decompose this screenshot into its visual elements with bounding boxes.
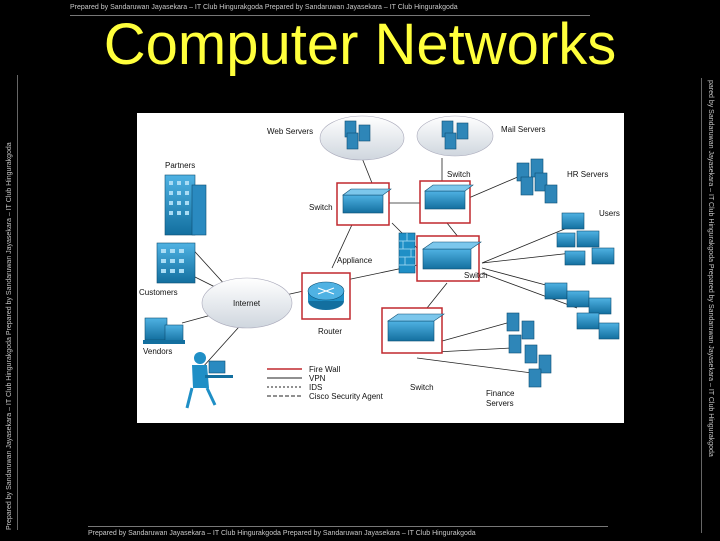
remote-user-icon — [185, 352, 233, 409]
label-router: Router — [318, 327, 343, 336]
users-workstations-icon — [544, 212, 620, 340]
label-switch-left: Switch — [309, 203, 333, 212]
vendors-icon — [143, 317, 185, 344]
label-appliance: Appliance — [337, 256, 373, 265]
label-switch-mid: Switch — [464, 271, 488, 280]
legend-swatches — [267, 368, 302, 397]
right-divider — [701, 78, 702, 533]
mail-servers-icon — [441, 120, 469, 150]
label-internet: Internet — [233, 299, 261, 308]
label-partners: Partners — [165, 161, 196, 170]
web-servers-icon — [344, 120, 371, 150]
label-mail-servers: Mail Servers — [501, 125, 546, 134]
label-finance-servers: Finance Servers — [486, 389, 515, 408]
label-web-servers: Web Servers — [267, 127, 314, 136]
appliance-firewall-icon — [398, 232, 416, 274]
switch-top-icon — [419, 180, 474, 224]
label-switch-bottom: Switch — [410, 383, 434, 392]
hr-servers-icon — [516, 158, 558, 204]
switch-bottom-icon — [381, 307, 445, 354]
switch-left-icon — [336, 182, 392, 226]
legend-item: VPN — [309, 374, 326, 383]
network-diagram: Web Servers Mail Servers Partners Switch… — [137, 113, 624, 423]
partners-building-icon — [164, 174, 207, 236]
router-icon — [301, 272, 351, 320]
left-divider — [17, 75, 18, 530]
network-diagram-graphic — [143, 115, 620, 409]
internet-cloud — [201, 277, 293, 329]
label-customers: Customers — [139, 288, 178, 297]
legend-item: Cisco Security Agent — [309, 392, 383, 401]
page-title: Computer Networks — [103, 12, 617, 77]
left-watermark-banner: Prepared by Sandaruwan Jayasekara – IT C… — [6, 142, 13, 530]
top-watermark-banner: Prepared by Sandaruwan Jayasekara – IT C… — [70, 1, 590, 16]
finance-servers-icon — [506, 312, 552, 388]
legend-item: IDS — [309, 383, 323, 392]
label-hr-servers: HR Servers — [567, 170, 609, 179]
legend-item: Fire Wall — [309, 365, 341, 374]
customers-building-icon — [156, 242, 196, 284]
label-switch-top: Switch — [447, 170, 471, 179]
bottom-watermark-banner: Prepared by Sandaruwan Jayasekara – IT C… — [88, 526, 608, 541]
diagram-legend: Fire Wall VPN IDS Cisco Security Agent — [309, 365, 383, 401]
switch-mid-icon — [416, 235, 482, 282]
right-watermark-banner: pared by Sandaruwan Jayasekara – IT Club… — [707, 80, 714, 457]
label-vendors: Vendors — [143, 347, 173, 356]
label-users: Users — [599, 209, 620, 218]
